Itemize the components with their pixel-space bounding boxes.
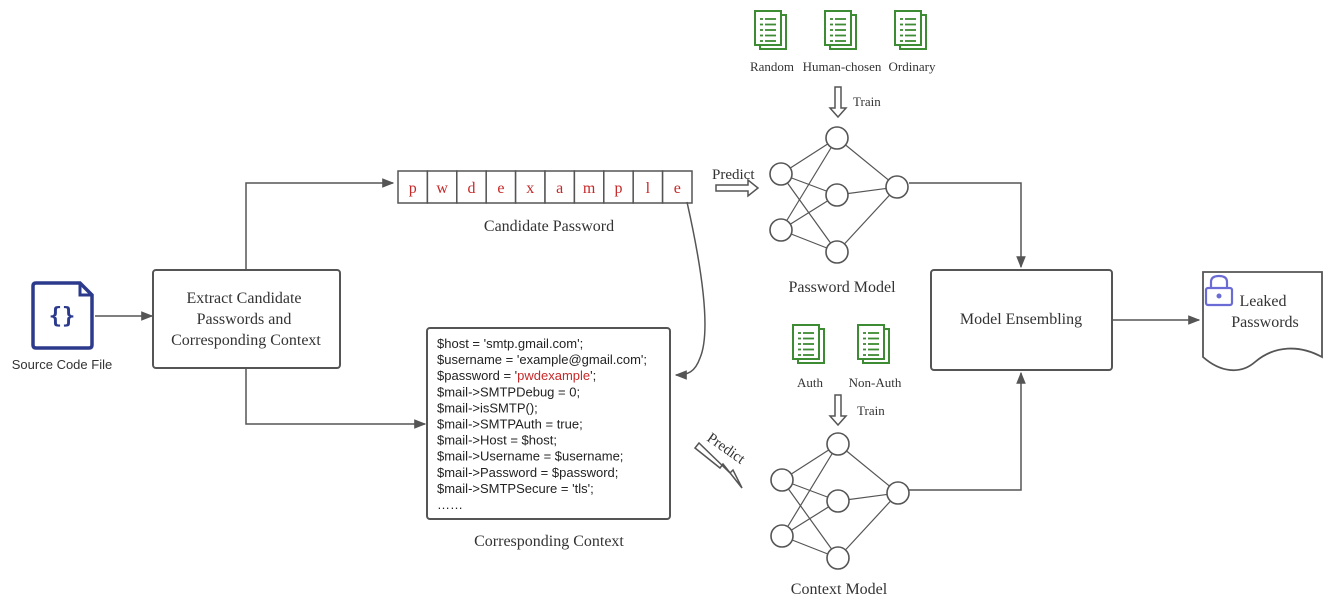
- context-predict-label: Predict: [704, 430, 749, 468]
- candidate-char: l: [646, 180, 651, 197]
- code-line: ……: [437, 497, 463, 512]
- candidate-cell: [544, 170, 576, 204]
- candidate-char: a: [556, 180, 563, 197]
- extract-label: Extract Candidate Passwords and Correspo…: [171, 290, 321, 349]
- context-model-datasets: Auth Non-Auth: [792, 324, 902, 390]
- arrow-candidate-to-context: [674, 201, 706, 380]
- network-node: [826, 546, 850, 570]
- context-box: [426, 327, 671, 520]
- network-edge: [836, 137, 898, 188]
- dataset-label: Human-chosen: [803, 59, 882, 74]
- candidate-cell: [661, 170, 693, 204]
- candidate-char: p: [409, 180, 417, 197]
- candidate-cell: [573, 170, 605, 204]
- network-node: [825, 126, 849, 150]
- model-ensembling-label: Model Ensembling: [960, 311, 1082, 328]
- password-model-network: [769, 126, 909, 264]
- dataset-document-icon: [824, 10, 857, 50]
- network-node: [770, 468, 794, 492]
- context-label: Corresponding Context: [474, 533, 624, 550]
- arrow-context-model-to-ensemble: [909, 371, 1026, 491]
- lock-icon: [1204, 274, 1234, 307]
- code-line: $mail->SMTPDebug = 0;: [437, 384, 580, 399]
- dataset-label: Ordinary: [889, 59, 936, 74]
- code-line: $username = 'example@gmail.com';: [437, 352, 647, 367]
- arrow-password-model-to-ensemble: [909, 182, 1026, 269]
- context-train-label: Train: [857, 403, 885, 418]
- dataset-label: Auth: [797, 375, 824, 390]
- candidate-char: e: [674, 180, 681, 197]
- network-node: [885, 175, 909, 199]
- candidate-cell: [456, 170, 487, 204]
- candidate-cell: [632, 170, 664, 204]
- candidate-char: p: [615, 180, 623, 197]
- source-code-file-icon: {}: [31, 281, 94, 350]
- candidate-char: m: [583, 180, 596, 197]
- network-edge: [837, 492, 899, 559]
- password-predict-label: Predict: [712, 167, 755, 183]
- dataset-document-icon: [754, 10, 787, 50]
- context-model-network: [770, 432, 910, 570]
- dataset-label: Random: [750, 59, 794, 74]
- svg-text:{}: {}: [49, 304, 76, 329]
- network-node: [886, 481, 910, 505]
- candidate-char: d: [468, 180, 476, 197]
- arrow-extract-to-context: [245, 368, 427, 429]
- code-line: $mail->Password = $password;: [437, 465, 618, 480]
- code-line: $mail->isSMTP();: [437, 400, 538, 415]
- dataset-document-icon: [894, 10, 927, 50]
- context-predict-arrow: [693, 441, 743, 489]
- dataset-document-icon: [792, 324, 825, 364]
- code-line: $host = 'smtp.gmail.com';: [437, 336, 583, 351]
- password-model-datasets: Random Human-chosen Ordinary: [750, 10, 936, 74]
- dataset-label: Non-Auth: [849, 375, 902, 390]
- network-edge: [836, 186, 898, 253]
- context-code: $host = 'smtp.gmail.com';$username = 'ex…: [437, 336, 647, 512]
- network-node: [826, 432, 850, 456]
- candidate-char: e: [497, 180, 504, 197]
- network-edge: [837, 443, 899, 494]
- candidate-char: w: [436, 180, 448, 197]
- network-edge: [781, 443, 839, 537]
- code-line: $mail->SMTPSecure = 'tls';: [437, 481, 594, 496]
- arrow-extract-to-candidate: [245, 178, 395, 270]
- candidate-cell: [426, 170, 458, 204]
- code-line: $password = 'pwdexample';: [437, 368, 596, 383]
- network-node: [769, 162, 793, 186]
- network-node: [826, 489, 850, 513]
- candidate-password-label: Candidate Password: [484, 218, 614, 235]
- dataset-document-icon: [857, 324, 890, 364]
- code-line: $mail->Host = $host;: [437, 433, 557, 448]
- context-model-label: Context Model: [791, 581, 888, 598]
- candidate-char: x: [526, 180, 534, 197]
- network-node: [825, 183, 849, 207]
- password-train-arrow: [828, 86, 848, 119]
- code-line: $mail->Username = $username;: [437, 449, 623, 464]
- password-train-label: Train: [853, 94, 881, 109]
- context-train-arrow: [828, 394, 848, 427]
- source-code-file-label: Source Code File: [12, 357, 112, 372]
- code-line: $mail->SMTPAuth = true;: [437, 417, 583, 432]
- password-model-label: Password Model: [788, 279, 896, 296]
- network-node: [825, 240, 849, 264]
- password-predict-arrow: [715, 178, 760, 198]
- network-node: [770, 524, 794, 548]
- candidate-cell: [485, 170, 517, 204]
- leaked-passwords-label: Leaked Passwords: [1231, 293, 1299, 331]
- candidate-cell: [514, 170, 546, 204]
- network-edge: [780, 137, 838, 231]
- network-node: [769, 218, 793, 242]
